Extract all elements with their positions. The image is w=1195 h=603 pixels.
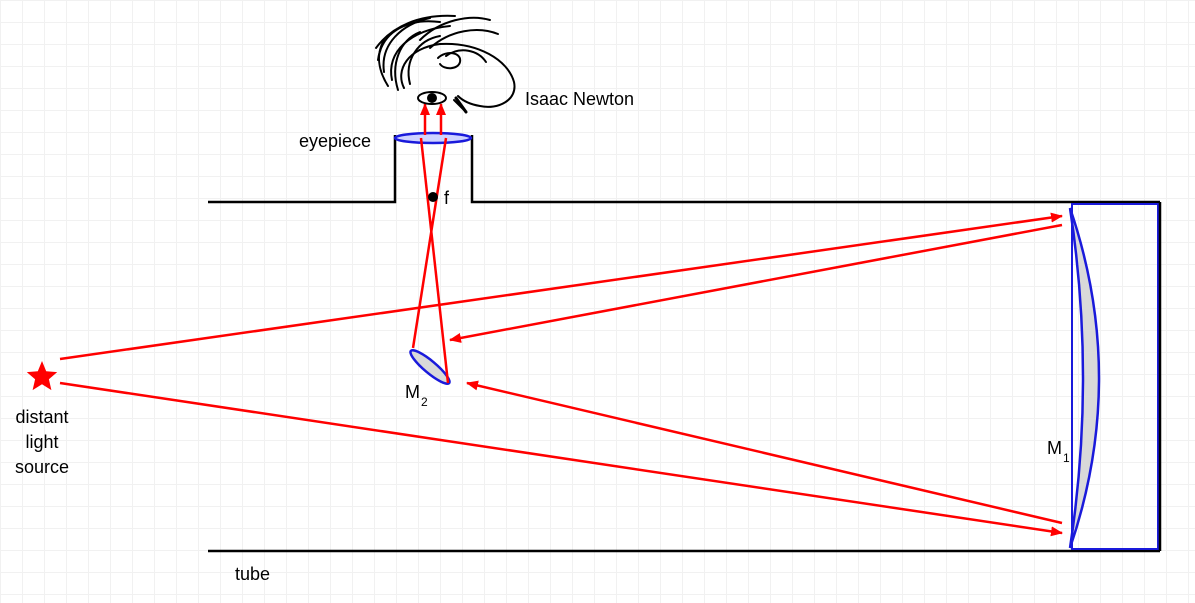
light-rays: [59, 103, 1063, 537]
tube-top-right-wall: [470, 135, 1160, 204]
label-secondary-mirror-sub: 2: [421, 395, 428, 409]
label-source-line3: source: [15, 457, 69, 477]
eyepiece-lens: [393, 131, 473, 145]
incoming-ray-bottom: [59, 381, 1063, 537]
star-icon: [26, 361, 58, 391]
incoming-ray-top: [59, 212, 1063, 361]
label-tube: tube: [235, 564, 270, 584]
focal-point: [428, 192, 438, 202]
focus-ray-left: [411, 137, 448, 349]
label-primary-mirror-sub: 1: [1063, 451, 1070, 465]
tube-end-cap: [1071, 203, 1159, 550]
primary-mirror: [1068, 207, 1101, 549]
label-observer: Isaac Newton: [525, 89, 634, 109]
telescope-tube: [208, 135, 1162, 553]
focus-ray-right: [419, 137, 450, 384]
label-eyepiece: eyepiece: [299, 131, 371, 151]
newton-eye-pupil: [427, 93, 437, 103]
label-primary-mirror: M: [1047, 438, 1062, 458]
reflected-ray-top: [449, 223, 1063, 343]
secondary-mirror: [409, 349, 451, 385]
label-focus: f: [444, 188, 450, 208]
label-source-line1: distant: [15, 407, 68, 427]
tube-top-left-wall: [208, 135, 397, 204]
label-secondary-mirror: M: [405, 382, 420, 402]
newton-head-icon: [375, 14, 516, 114]
reflected-ray-bottom: [466, 380, 1063, 525]
label-source-line2: light: [25, 432, 58, 452]
